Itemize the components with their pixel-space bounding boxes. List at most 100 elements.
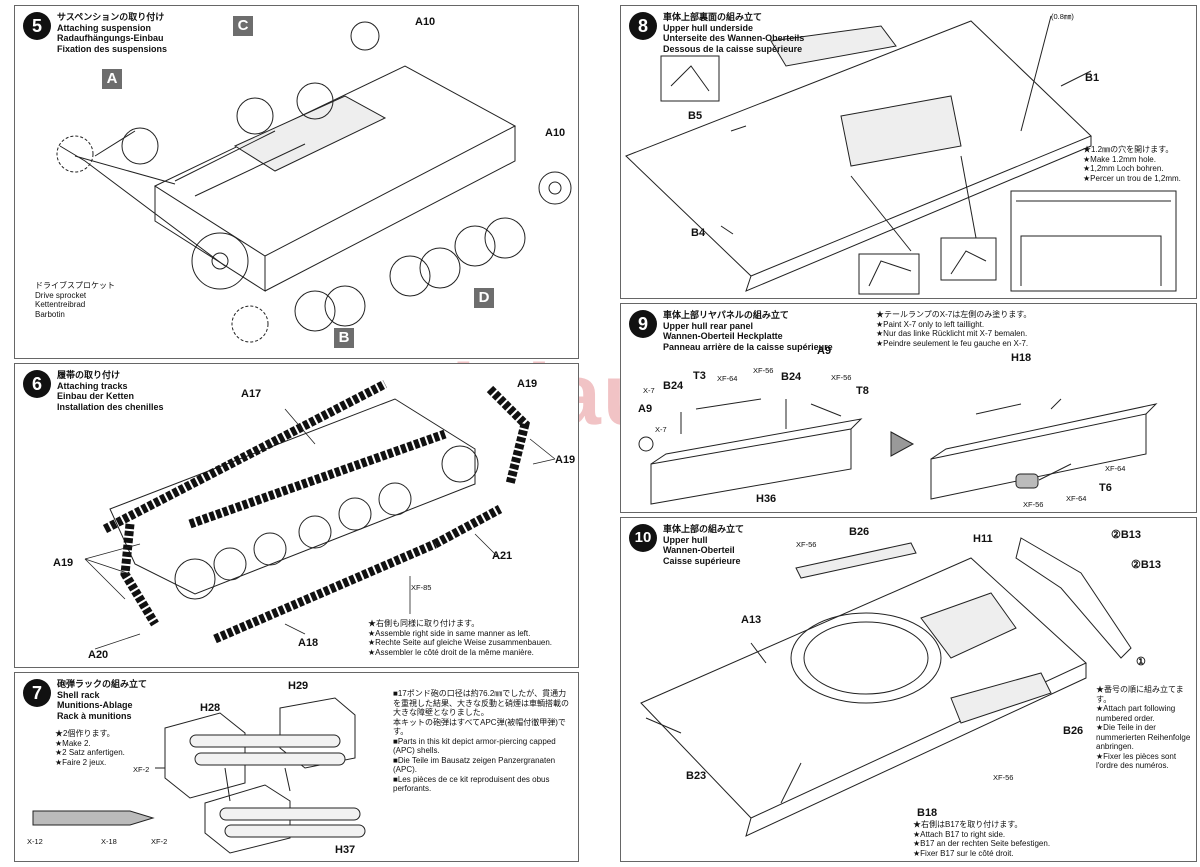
label-a10-top: A10: [415, 16, 436, 28]
title-jp: 砲弾ラックの組み立て: [57, 679, 148, 689]
sprocket-note: ドライブスプロケット Drive sprocket Kettentreibrad…: [35, 281, 115, 319]
sprocket-fr: Barbotin: [35, 309, 65, 319]
title-jp: 履帯の取り付け: [57, 370, 121, 380]
sprocket-en: Drive sprocket: [35, 290, 87, 300]
title-fr: Installation des chenilles: [57, 401, 164, 412]
title-en: Shell rack: [57, 689, 100, 700]
step5-titles: サスペンションの取り付け Attaching suspension Radauf…: [57, 12, 167, 54]
shell-note-jp2: 本キットの砲弾はすべてAPC弾(被帽付徹甲弾)です。: [393, 717, 566, 737]
order-note: ★番号の順に組み立てます。 ★Attach part following num…: [1096, 685, 1191, 771]
label-b24-right: B24: [781, 371, 802, 383]
label-a20: A20: [88, 649, 109, 661]
hole-en: ★Make 1.2mm hole.: [1083, 154, 1156, 164]
label-h36: H36: [756, 493, 777, 505]
title-de: Unterseite des Wannen-Oberteils: [663, 33, 805, 43]
step5-panel: 5 サスペンションの取り付け Attaching suspension Rada…: [14, 5, 579, 359]
step5-drawing: [56, 21, 572, 343]
label-a10-right: A10: [545, 127, 566, 139]
step7-titles: 砲弾ラックの組み立て Shell rack Munitions-Ablage R…: [57, 679, 147, 721]
label-h37: H37: [335, 844, 356, 856]
label-t3: T3: [693, 370, 706, 382]
label-a18: A18: [298, 637, 319, 649]
step8-titles: 車体上部裏面の組み立て Upper hull underside Unterse…: [663, 12, 804, 54]
sprocket-de: Kettentreibrad: [35, 300, 86, 309]
label-xf85: XF-85: [411, 583, 432, 592]
title-en: Upper hull rear panel: [663, 320, 754, 331]
label-b13-right: ②B13: [1131, 559, 1162, 571]
title-de: Wannen-Oberteil Heckplatte: [663, 331, 783, 341]
label-t6: T6: [1099, 482, 1112, 494]
label-x7-top: X-7: [643, 386, 655, 395]
step7-number: 7: [23, 679, 51, 707]
label-x12: X-12: [27, 837, 43, 846]
label-xf56-bottom: XF-56: [993, 773, 1014, 782]
step6-number: 6: [23, 370, 51, 398]
title-fr: Panneau arrière de la caisse supérieure: [663, 341, 833, 352]
label-t8: T8: [856, 385, 869, 397]
order-de: ★Die Teile in der nummerierten Reihenfol…: [1096, 723, 1191, 751]
paint-jp: ★テールランプのX-7は左側のみ塗ります。: [876, 310, 1032, 319]
title-en: Upper hull: [663, 534, 708, 545]
label-b26-top: B26: [849, 526, 870, 538]
note-fr: ★Assembler le côté droit de la même mani…: [368, 647, 534, 657]
order-jp: ★番号の順に組み立てます。: [1096, 685, 1184, 704]
label-a19-top: A19: [517, 378, 538, 390]
label-a9-left: A9: [638, 403, 653, 415]
shell-note-en: ■Parts in this kit depict armor-piercing…: [393, 736, 556, 756]
label-h29: H29: [288, 680, 309, 692]
make-fr: ★Faire 2 jeux.: [55, 757, 107, 767]
note-en: ★Assemble right side in same manner as l…: [368, 628, 531, 638]
shell-note: ■17ポンド砲の口径は約76.2㎜でしたが、貫通力を重視した結果、大きな反動と硝…: [393, 689, 573, 794]
label-a19-left: A19: [53, 557, 74, 569]
step9-panel: 9 車体上部リヤパネルの組み立て Upper hull rear panel W…: [620, 303, 1197, 513]
label-h11: H11: [973, 533, 993, 545]
title-de: Radaufhängungs-Einbau: [57, 33, 164, 43]
label-step1-marker: ①: [1136, 656, 1146, 668]
label-a9-right: A9: [817, 345, 832, 357]
step5-number: 5: [23, 12, 51, 40]
paint-de: ★Nur das linke Rücklicht mit X-7 bemalen…: [876, 329, 1028, 338]
label-b23: B23: [686, 770, 707, 782]
label-xf64: XF-64: [717, 374, 738, 383]
step6-panel: 6 履帯の取り付け Attaching tracks Einbau der Ke…: [14, 363, 579, 668]
callout-b: B: [334, 328, 354, 348]
title-en: Upper hull underside: [663, 22, 754, 33]
label-xf2: XF-2: [133, 765, 150, 774]
shell-note-fr: ■Les pièces de ce kit reproduisent des o…: [393, 774, 550, 794]
label-xf2b: XF-2: [151, 837, 168, 846]
step10-drawing: [640, 537, 1132, 837]
sprocket-jp: ドライブスプロケット: [35, 281, 115, 290]
step10-number: 10: [629, 524, 657, 552]
step9-titles: 車体上部リヤパネルの組み立て Upper hull rear panel Wan…: [663, 310, 833, 352]
callout-d: D: [474, 288, 494, 308]
title-en: Attaching tracks: [57, 380, 128, 391]
label-xf64-c: XF-64: [1066, 494, 1087, 503]
hole-fr: ★Percer un trou de 1,2mm.: [1083, 173, 1181, 183]
order-en: ★Attach part following numbered order.: [1096, 704, 1176, 723]
paint-en: ★Paint X-7 only to left taillight.: [876, 319, 985, 329]
label-a13: A13: [741, 614, 762, 626]
label-a21: A21: [492, 550, 513, 562]
title-fr: Rack à munitions: [57, 710, 132, 721]
label-h18: H18: [1011, 352, 1032, 364]
make-note: ★2個作ります。 ★Make 2. ★2 Satz anfertigen. ★F…: [55, 729, 125, 767]
title-fr: Fixation des suspensions: [57, 43, 168, 54]
title-jp: 車体上部の組み立て: [663, 524, 745, 534]
title-de: Einbau der Ketten: [57, 391, 135, 401]
title-de: Munitions-Ablage: [57, 700, 133, 710]
label-b4: B4: [691, 227, 706, 239]
step8-panel: 8 車体上部裏面の組み立て Upper hull underside Unter…: [620, 5, 1197, 299]
label-a19-right: A19: [555, 454, 576, 466]
paint-fr: ★Peindre seulement le feu gauche en X-7.: [876, 338, 1029, 348]
label-x7-bottom: X-7: [655, 425, 667, 434]
hole-note: ★1.2㎜の穴を開けます。 ★Make 1.2mm hole. ★1,2mm L…: [1083, 145, 1181, 183]
make-de: ★2 Satz anfertigen.: [55, 748, 125, 757]
shell-note-de: ■Die Teile im Bausatz zeigen Panzergrana…: [393, 755, 556, 775]
make-en: ★Make 2.: [55, 738, 91, 748]
callout-a: A: [102, 69, 122, 89]
paint-note: ★テールランプのX-7は左側のみ塗ります。 ★Paint X-7 only to…: [876, 310, 1031, 348]
step7-drawing: [32, 697, 366, 854]
callout-c: C: [233, 16, 253, 36]
step10-titles: 車体上部の組み立て Upper hull Wannen-Oberteil Cai…: [663, 524, 744, 566]
b17-en: ★Attach B17 to right side.: [913, 829, 1006, 839]
